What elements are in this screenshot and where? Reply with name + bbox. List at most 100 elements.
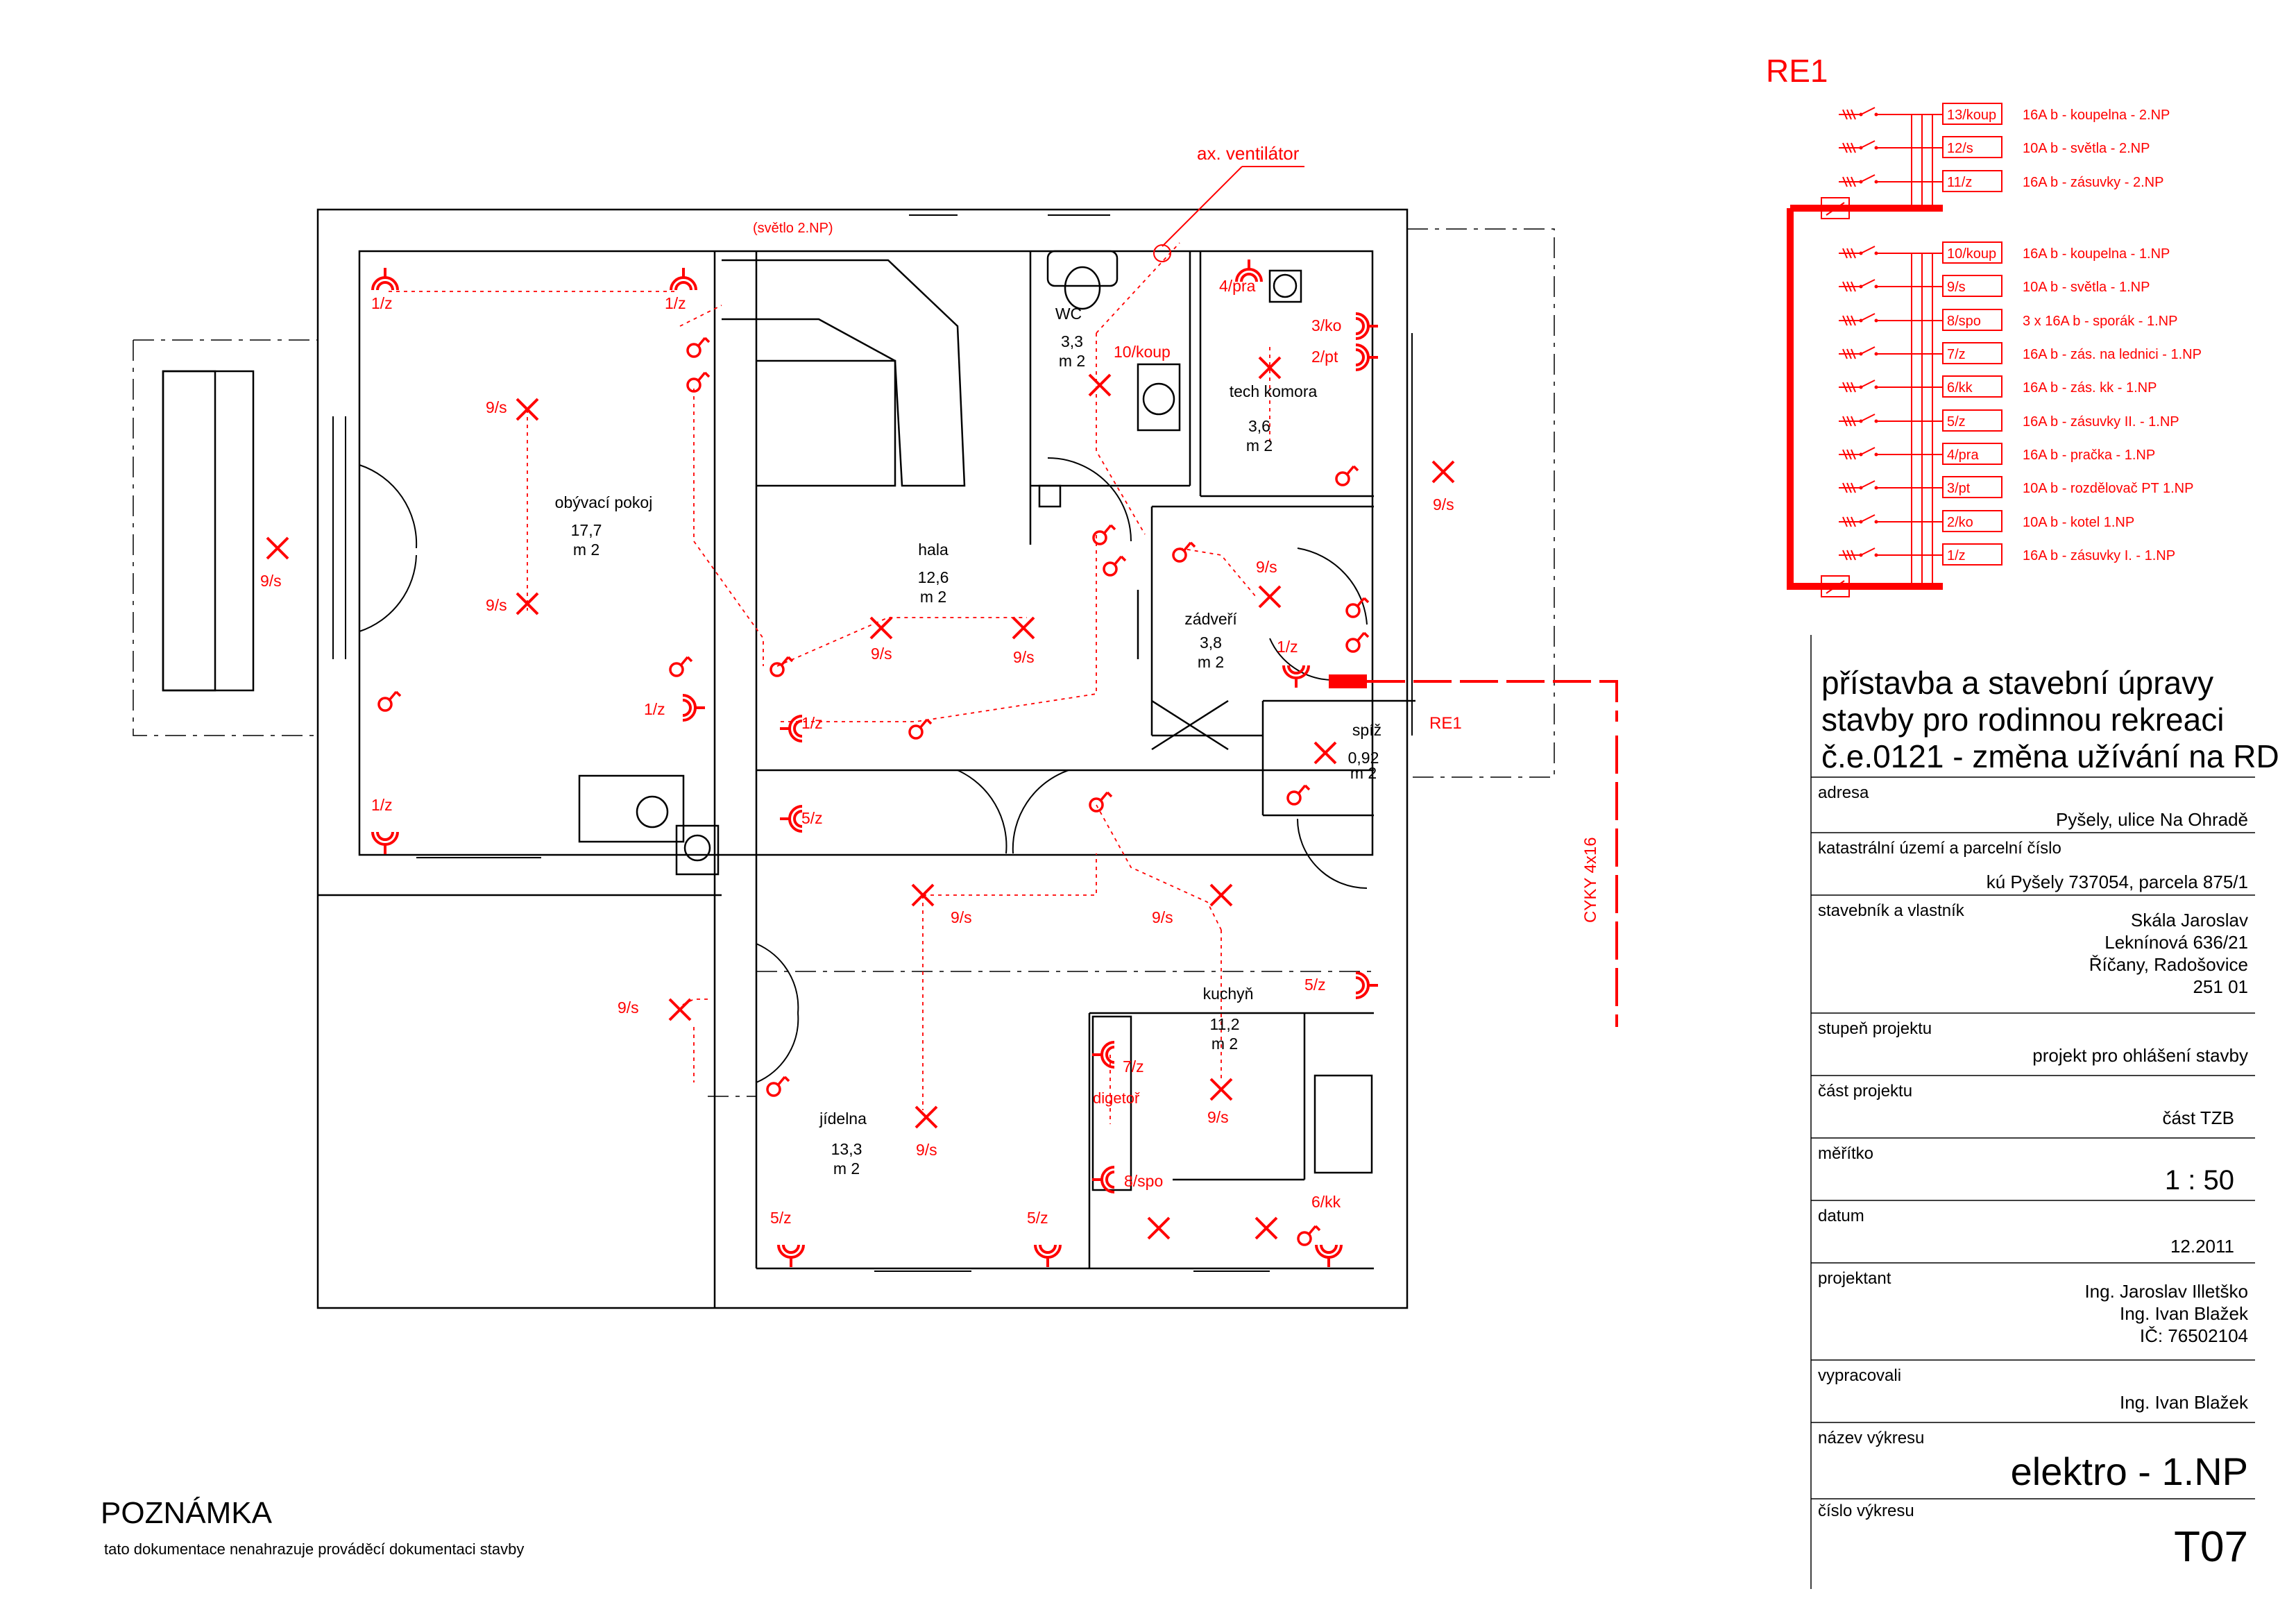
switch-icon	[908, 718, 933, 740]
socket-icon	[1354, 343, 1379, 371]
designer-line: IČ: 76502104	[2140, 1325, 2248, 1346]
room-unit: m 2	[1350, 764, 1377, 782]
breaker-icon	[1838, 380, 1879, 393]
scale-value: 1 : 50	[2165, 1165, 2234, 1196]
circuit-code: 9/s	[1947, 280, 1966, 295]
project-title-line: stavby pro rodinnou rekreaci	[1821, 702, 2224, 738]
light-fixture-icon	[1258, 356, 1282, 380]
note-title: POZNÁMKA	[101, 1496, 273, 1530]
light-fixture-icon	[915, 1105, 938, 1129]
circuit-description: 10A b - kotel 1.NP	[2023, 515, 2134, 530]
circuit-label: 5/z	[801, 809, 823, 827]
circuit-description: 10A b - rozdělovač PT 1.NP	[2023, 481, 2193, 496]
number-value: T07	[2174, 1523, 2248, 1571]
socket-icon	[1091, 1166, 1116, 1193]
socket-icon	[1034, 1243, 1062, 1268]
date-value: 12.2011	[2170, 1236, 2234, 1257]
cable-label: CYKY 4x16	[1581, 837, 1600, 923]
room-unit: m 2	[1246, 436, 1273, 454]
breaker-icon	[1838, 414, 1879, 427]
circuit-label: 9/s	[951, 908, 972, 926]
breaker-icon	[1838, 246, 1879, 259]
circuit-description: 16A b - zásuvky II. - 1.NP	[2023, 414, 2179, 430]
wiring	[389, 242, 1270, 1124]
room-area: 17,7	[571, 521, 602, 539]
owner-line: Skála Jaroslav	[2131, 910, 2248, 931]
circuit-code-box	[1942, 342, 2002, 364]
circuit-code-box	[1942, 275, 2002, 297]
switch-icon	[769, 656, 794, 677]
circuit-code: 1/z	[1947, 548, 1966, 563]
circuit-label: 1/z	[801, 714, 823, 732]
room-area: 3,6	[1248, 417, 1270, 435]
symbol-labels: 1/z 1/z 9/s 9/s 9/s 1/z 1/z 9/s 9/s 1/z …	[260, 277, 1454, 1227]
switch-icon	[1286, 784, 1311, 806]
circuit-code-box	[1942, 409, 2002, 432]
socket-icon	[371, 831, 399, 856]
panel-title: RE1	[1766, 53, 1828, 89]
switch-icon	[669, 656, 693, 677]
cadastre-label: katastrální území a parcelní číslo	[1818, 839, 2061, 858]
circuit-label: 9/s	[1207, 1108, 1229, 1126]
scale-label: měřítko	[1818, 1144, 1873, 1163]
breaker-icon	[1838, 346, 1879, 359]
circuit-label: 6/kk	[1311, 1193, 1341, 1211]
circuit-code-box	[1942, 543, 2002, 566]
note: POZNÁMKA tato dokumentace nenahrazuje pr…	[101, 1496, 524, 1558]
switch-icon	[686, 337, 711, 358]
room-unit: m 2	[833, 1159, 860, 1178]
number-label: číslo výkresu	[1818, 1502, 1914, 1520]
circuit-code: 4/pra	[1947, 448, 1979, 463]
socket-icon	[681, 694, 706, 722]
light-fixture-icon	[911, 883, 935, 907]
circuit-label: 5/z	[1304, 976, 1326, 994]
circuit-description: 16A b - zásuvky - 2.NP	[2023, 175, 2163, 190]
breaker-icon	[1838, 107, 1879, 120]
project-title-line: přístavba a stavební úpravy	[1821, 665, 2213, 701]
light-fixture-icon	[1313, 741, 1337, 765]
date-label: datum	[1818, 1207, 1864, 1225]
circuit-code-box	[1942, 170, 2002, 192]
upper-floor-light-label: (světlo 2.NP)	[753, 221, 833, 236]
circuit-code-box	[1942, 510, 2002, 532]
circuit-code: 7/z	[1947, 347, 1966, 362]
circuit-label: 1/z	[371, 796, 393, 814]
circuit-label: 1/z	[371, 294, 393, 312]
room-area: 3,3	[1061, 332, 1083, 350]
circuit-description: 16A b - koupelna - 2.NP	[2023, 108, 2170, 123]
breaker-icon	[1838, 547, 1879, 561]
drawing-value: elektro - 1.NP	[2011, 1450, 2248, 1493]
light-fixture-icon	[1258, 585, 1282, 609]
light-fixture-icon	[516, 398, 539, 421]
circuit-label: 4/pra	[1219, 277, 1256, 295]
breaker-icon	[1838, 447, 1879, 460]
drawing-label: název výkresu	[1818, 1429, 1924, 1447]
title-block: přístavba a stavební úpravy stavby pro r…	[1810, 635, 2279, 1589]
room-unit: m 2	[573, 541, 599, 559]
project-title-line: č.e.0121 - změna užívání na RD	[1821, 738, 2279, 774]
circuit-label: 2/pt	[1311, 348, 1338, 366]
switch-icon	[686, 371, 711, 393]
cadastre-value: kú Pyšely 737054, parcela 875/1	[1987, 872, 2248, 892]
switch-icon	[1335, 465, 1359, 486]
circuit-label: 9/s	[1256, 558, 1277, 576]
room-area: 13,3	[831, 1140, 862, 1158]
room-name: obývací pokoj	[555, 493, 653, 511]
hood-label: digetoř	[1093, 1089, 1140, 1107]
room-area: 12,6	[918, 568, 949, 586]
socket-icon	[371, 266, 399, 291]
socket-icon	[777, 1243, 805, 1268]
room-unit: m 2	[1211, 1035, 1238, 1053]
circuit-description: 10A b - světla - 1.NP	[2023, 280, 2150, 295]
circuit-description: 16A b - zás. na lednici - 1.NP	[2023, 347, 2202, 362]
room-area: 0,92	[1348, 749, 1379, 767]
light-fixture-icon	[1431, 460, 1455, 484]
part-label: část projektu	[1818, 1082, 1912, 1101]
prepared-value: Ing. Ivan Blažek	[2120, 1392, 2249, 1413]
breaker-icon	[1838, 313, 1879, 326]
switch-icon	[1172, 541, 1196, 563]
room-labels: obývací pokoj 17,7 m 2 hala 12,6 m 2 WC …	[555, 305, 1381, 1178]
circuit-label: 3/ko	[1311, 316, 1341, 334]
circuit-label: 7/z	[1123, 1057, 1144, 1076]
breaker-icon	[1838, 174, 1879, 187]
